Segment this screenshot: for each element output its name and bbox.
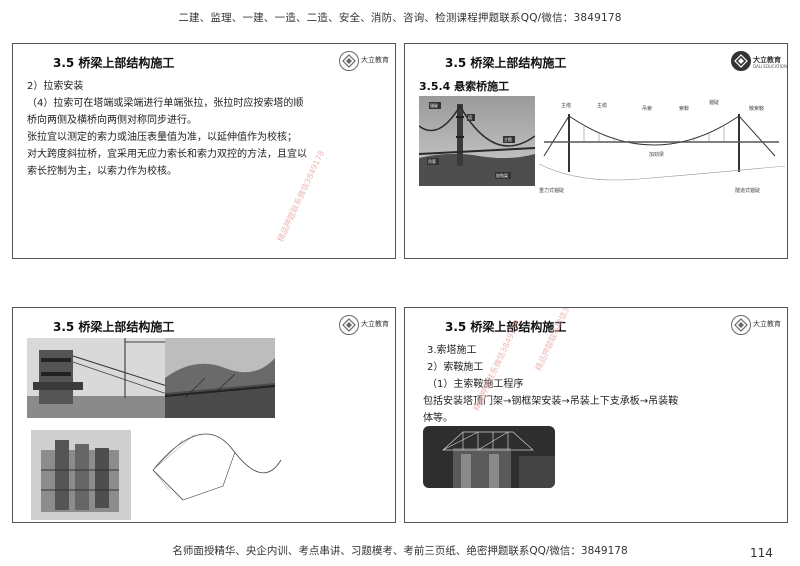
slide-4: 3.5 桥梁上部结构施工 大立教育 3.索塔施工 2）索鞍施工 （1）主索鞍施工…	[404, 307, 788, 523]
logo-badge-icon	[339, 315, 359, 335]
logo: 大立教育	[339, 314, 389, 340]
photo-label: 吊索	[428, 158, 436, 164]
diagram-label: 索鞍	[679, 105, 689, 112]
suspension-bridge-diagram: 主塔 主缆 吊索 加劲梁 索鞍 锚碇 散索鞍 重力式锚碇 隧道式锚碇	[539, 94, 785, 204]
logo-badge-icon	[731, 51, 751, 71]
suspension-bridge-photo: 锚碇 塔 主缆 吊索 加劲梁	[419, 96, 535, 186]
text-line: （4）拉索可在塔端或梁端进行单端张拉，张拉时应按索塔的顺	[27, 98, 304, 109]
photo-label: 锚碇	[430, 102, 438, 108]
logo-subtext: DALI EDUCATION	[753, 64, 787, 69]
diagram-label: 散索鞍	[749, 105, 764, 112]
cable-drawing	[143, 430, 283, 520]
logo: 大立教育	[731, 314, 781, 340]
slide-title: 3.5 桥梁上部结构施工	[445, 320, 567, 334]
text-line: 包括安装塔顶门架→钢框架安装→吊装上下支承板→吊装鞍	[423, 396, 679, 407]
diagram-label: 重力式锚碇	[539, 187, 564, 194]
logo-text: 大立教育	[753, 56, 781, 64]
section-subtitle: 3.5.4 悬索桥施工	[419, 80, 510, 93]
page-footer: 名师面授精华、央企内训、考点串讲、习题模考、考前三页纸、绝密押题联系QQ/微信：…	[172, 545, 628, 557]
text-line: 体等。	[423, 413, 453, 424]
page-header: 二建、监理、一建、一造、二造、安全、消防、咨询、检测课程押题联系QQ/微信：38…	[178, 12, 622, 24]
slide-body: 3.索塔施工 2）索鞍施工 （1）主索鞍施工程序 包括安装塔顶门架→钢框架安装→…	[423, 342, 678, 427]
slide-title: 3.5 桥梁上部结构施工	[53, 56, 175, 70]
slide-1: 3.5 桥梁上部结构施工 大立教育 2）拉索安装 （4）拉索可在塔端或梁端进行单…	[12, 43, 396, 259]
construction-photo-3	[31, 430, 131, 520]
logo-badge-icon	[731, 315, 751, 335]
slide-title: 3.5 桥梁上部结构施工	[53, 320, 175, 334]
logo-badge-icon	[339, 51, 359, 71]
page-number: 114	[750, 546, 773, 560]
photo-label: 加劲梁	[496, 172, 508, 178]
saddle-installation-photo	[423, 426, 555, 488]
diagram-label: 锚碇	[709, 99, 719, 106]
text-line: 索长控制为主，以索力作为校核。	[27, 166, 177, 177]
logo-text: 大立教育	[361, 56, 389, 64]
text-line: 3.索塔施工	[427, 345, 477, 356]
text-line: 张拉宜以测定的索力或油压表量值为准，以延伸值作为校核；	[27, 132, 297, 143]
diagram-label: 隧道式锚碇	[735, 187, 760, 194]
photo-label: 主缆	[504, 136, 512, 142]
diagram-label: 主塔	[561, 102, 571, 109]
logo-text: 大立教育	[753, 320, 781, 328]
logo: 大立教育 DALI EDUCATION	[731, 50, 787, 76]
diagram-label: 吊索	[642, 105, 652, 112]
text-line: 桥向两侧及横桥向两侧对称同步进行。	[27, 115, 197, 126]
text-line: 2）索鞍施工	[427, 362, 484, 373]
slide-3: 3.5 桥梁上部结构施工 大立教育	[12, 307, 396, 523]
construction-photo-2	[165, 338, 275, 418]
slide-title: 3.5 桥梁上部结构施工	[445, 56, 567, 70]
slide-2: 3.5 桥梁上部结构施工 大立教育 DALI EDUCATION 3.5.4 悬…	[404, 43, 788, 259]
diagram-label: 加劲梁	[649, 151, 664, 158]
text-line: 对大跨度斜拉桥，宜采用无应力索长和索力双控的方法，且宜以	[27, 149, 307, 160]
diagram-label: 主缆	[597, 102, 607, 109]
text-line: （1）主索鞍施工程序	[427, 379, 524, 390]
slide-body: 2）拉索安装 （4）拉索可在塔端或梁端进行单端张拉，张拉时应按索塔的顺 桥向两侧…	[27, 78, 307, 180]
logo: 大立教育	[339, 50, 389, 76]
construction-photo-1	[27, 338, 173, 418]
photo-label: 塔	[468, 114, 472, 120]
text-line: 2）拉索安装	[27, 81, 84, 92]
logo-text: 大立教育	[361, 320, 389, 328]
